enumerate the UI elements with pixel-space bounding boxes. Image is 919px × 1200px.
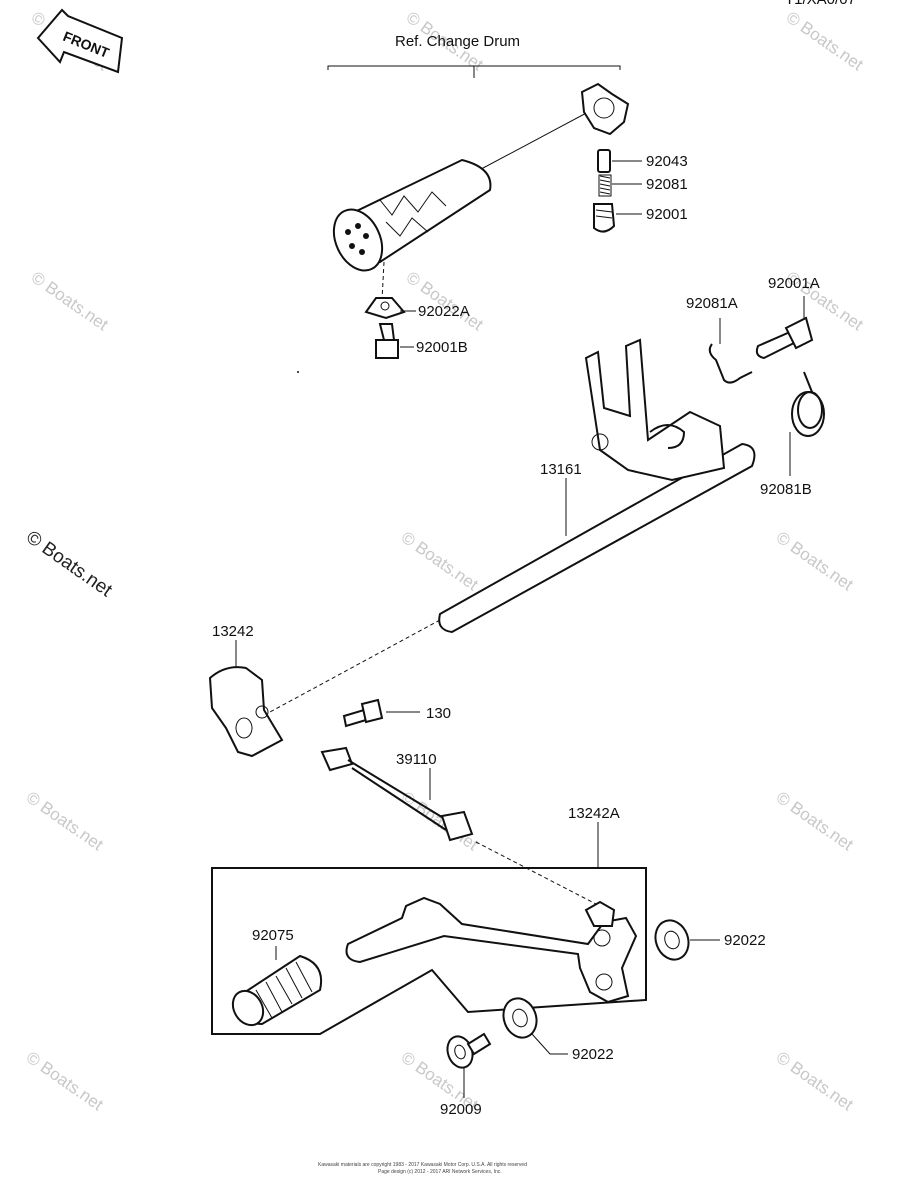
footer-copyright-2: Page design (c) 2012 - 2017 ARI Network … [378,1169,502,1175]
part-label-130: 130 [426,705,451,722]
part-13242A-pedal-assembly: 13242A [211,805,647,1035]
watermark-9: © Boats.net [773,528,857,595]
change-drum [332,82,630,272]
part-92022A-plate: 92022A [364,297,470,320]
part-92043-pin: 92043 [597,149,688,173]
part-13161-shift-shaft: 13161 [438,338,756,634]
part-92009-bolt: 92009 [440,1032,492,1118]
part-label-92022A: 92022A [418,303,470,320]
part-92001-bolt: 92001 [593,203,688,233]
watermark-7: © Boats.net [22,527,116,602]
part-label-92081: 92081 [646,176,688,193]
part-label-92022-right: 92022 [724,932,766,949]
part-label-92001A: 92001A [768,275,820,292]
part-13242-shift-lever: 13242 [208,623,284,758]
watermark-13: © Boats.net [23,1048,107,1115]
part-92075-rubber: 92075 [231,927,322,1027]
part-label-92001: 92001 [646,206,688,223]
watermark-3: © Boats.net [783,8,867,75]
watermark-10: © Boats.net [23,788,107,855]
part-label-92001B: 92001B [416,339,468,356]
diagram-code: T1/XA0/07 [785,0,856,8]
part-label-13242: 13242 [212,623,254,640]
watermark-12: © Boats.net [773,788,857,855]
part-39110-tie-rod: 39110 [320,746,474,842]
part-130-bolt: 130 [342,698,451,728]
part-92081-spring: 92081 [598,174,688,197]
part-92022-washer-bottom: 92022 [502,997,614,1063]
part-label-13242A: 13242A [568,805,620,822]
part-label-92081A: 92081A [686,295,738,312]
part-92081B-spring: 92081B [760,371,825,498]
ref-change-drum-label: Ref. Change Drum [395,33,520,50]
part-92001B-bolt: 92001B [375,323,468,359]
watermark-15: © Boats.net [773,1048,857,1115]
part-92081A-spring: 92081A [686,295,753,384]
part-92022-washer-right: 92022 [654,919,766,961]
part-label-92075: 92075 [252,927,294,944]
ref-change-drum-bracket: Ref. Change Drum [327,33,621,78]
watermark-4: © Boats.net [28,268,112,335]
watermark-5: © Boats.net [403,268,487,335]
part-label-92043: 92043 [646,153,688,170]
part-label-13161: 13161 [540,461,582,478]
stray-dot [297,371,299,373]
part-label-92009: 92009 [440,1101,482,1118]
footer-copyright-1: Kawasaki materials are copyright 1983 - … [318,1162,527,1168]
part-label-92022-bottom: 92022 [572,1046,614,1063]
watermark-8: © Boats.net [398,528,482,595]
part-92001A-pin: 92001A [755,275,820,360]
part-label-39110: 39110 [396,751,437,768]
part-label-92081B: 92081B [760,481,812,498]
